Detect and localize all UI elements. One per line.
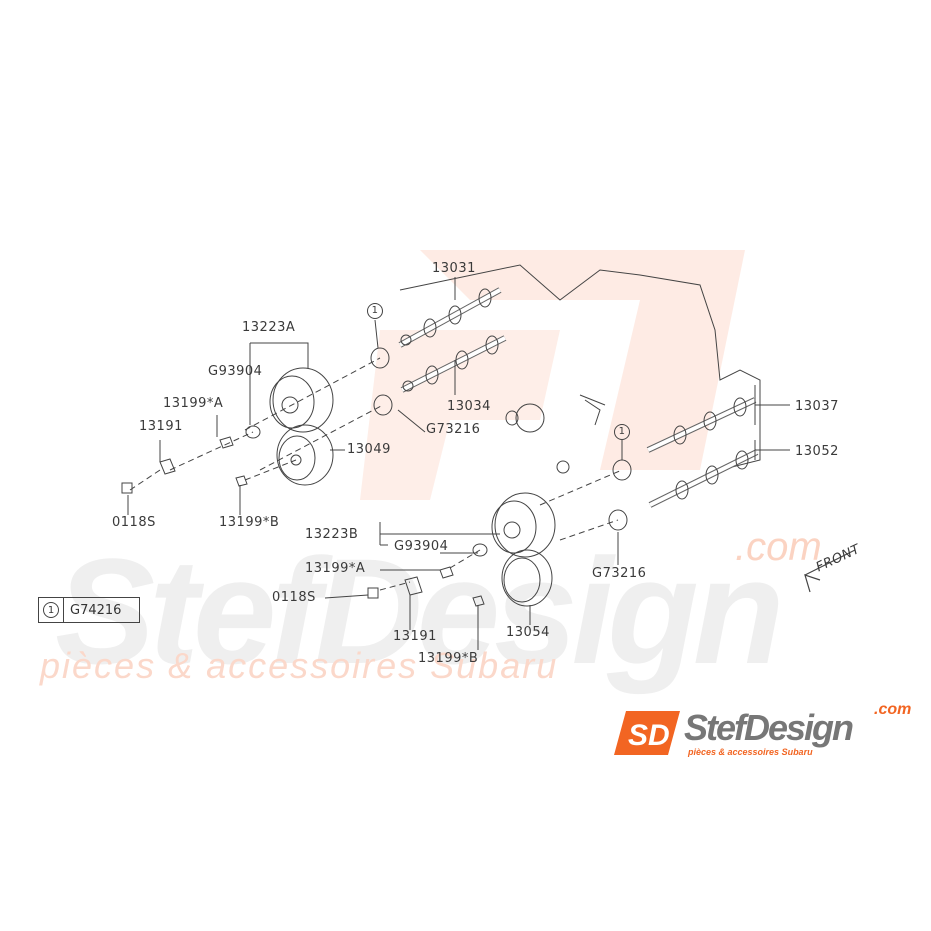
logo-brand: StefDesign: [684, 707, 854, 748]
front-arrow-icon: [804, 549, 856, 593]
svg-text:SD: SD: [628, 719, 670, 752]
label-13191-1: 13191: [139, 419, 183, 434]
label-13199b-2: 13199*B: [418, 651, 479, 666]
label-13052: 13052: [795, 444, 839, 459]
cylinder-head-outline: [399, 264, 761, 471]
legend-box: 1 G74216: [38, 597, 140, 623]
label-13223b: 13223B: [305, 527, 359, 542]
belt-13054: [501, 549, 553, 607]
legend-part: G74216: [70, 602, 122, 618]
label-13199a-2: 13199*A: [305, 561, 366, 576]
label-13191-2: 13191: [393, 629, 437, 644]
watermark-domain: .com: [735, 525, 822, 569]
sprocket-13223B: [491, 492, 556, 558]
marker-part-2: [612, 459, 632, 481]
label-13037: 13037: [795, 399, 839, 414]
label-0118s-2: 0118S: [272, 590, 316, 605]
label-13049: 13049: [347, 442, 391, 457]
label-13199b-1: 13199*B: [219, 515, 280, 530]
seal-g73216-2: [608, 509, 628, 531]
label-g93904-2: G93904: [394, 539, 449, 554]
oring-g93904-2: [472, 543, 488, 557]
label-g93904-1: G93904: [208, 364, 263, 379]
label-13034: 13034: [447, 399, 491, 414]
stefdesign-logo: SD StefDesign .com pièces & accessoires …: [612, 701, 922, 760]
oring-g93904-1: [245, 425, 261, 439]
seal-g73216-1: [373, 394, 393, 416]
camshaft-13052: [648, 449, 759, 508]
marker-part-1: [370, 347, 390, 369]
camshaft-13037: [646, 397, 757, 453]
camshaft-13031: [398, 287, 502, 348]
camshaft-13034: [400, 335, 507, 393]
legend-marker: 1: [43, 602, 59, 618]
logo-domain: .com: [874, 701, 912, 718]
label-g73216-2: G73216: [592, 566, 647, 581]
label-13054: 13054: [506, 625, 550, 640]
logo-mark-icon: SD: [614, 711, 680, 755]
watermark-brand: StefDesign: [55, 527, 784, 695]
label-g73216-1: G73216: [426, 422, 481, 437]
marker-1-top: 1: [367, 303, 383, 319]
logo-tagline: pièces & accessoires Subaru: [688, 747, 813, 757]
label-13199a-1: 13199*A: [163, 396, 224, 411]
watermark-tagline: pièces & accessoires Subaru: [40, 645, 559, 686]
label-13223a: 13223A: [242, 320, 296, 335]
marker-1-right: 1: [614, 424, 630, 440]
pulley-13049: [276, 424, 334, 486]
label-0118s-1: 0118S: [112, 515, 156, 530]
label-13031: 13031: [432, 261, 476, 276]
